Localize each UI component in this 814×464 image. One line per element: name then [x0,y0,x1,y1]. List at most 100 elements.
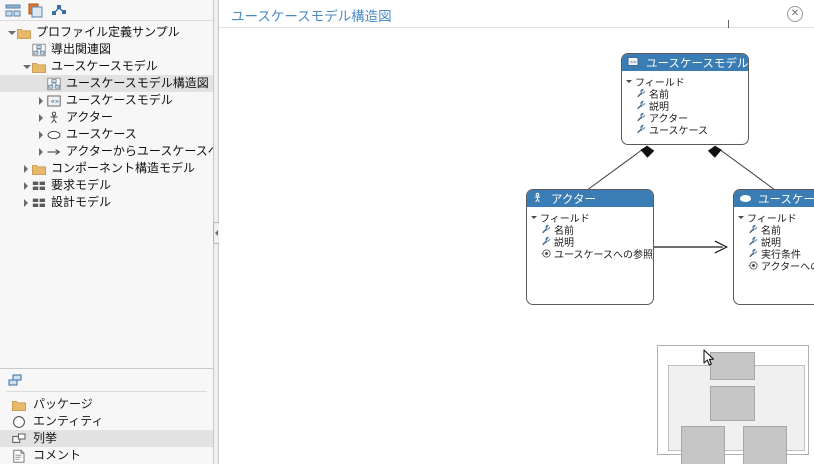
tree-item[interactable]: 導出関連図 [0,41,213,58]
class-field[interactable]: ユースケース [626,123,748,137]
minimap[interactable] [657,345,809,464]
class-name: アクター [551,193,596,206]
class-field[interactable]: アクター [626,111,748,125]
palette-item-label: エンティティ [33,414,104,428]
copy-icon[interactable] [28,3,44,18]
palette-item[interactable]: 列挙 [0,430,213,447]
tree-item-label: アクター [66,110,113,124]
svg-text:«»: «» [630,60,637,66]
field-group[interactable]: フィールド [531,211,653,225]
tree-item[interactable]: 要求モデル [0,177,213,194]
twist-spacer [36,75,47,92]
svg-text:«»: «» [51,97,60,105]
palette-item-label: 列挙 [33,431,58,445]
attribute-icon [748,224,759,235]
minimap-shape [681,426,725,464]
class-field[interactable]: 名前 [626,87,748,101]
comment-icon [12,449,28,463]
close-icon[interactable]: ✕ [787,6,803,22]
field-group[interactable]: フィールド [626,75,748,89]
arrow-icon [47,145,63,159]
class-field[interactable]: 名前 [738,223,814,237]
usecase-icon [739,192,752,205]
class-field[interactable]: アクターへの参照 [738,259,814,273]
tree-item[interactable]: アクター [0,109,213,126]
tree-item[interactable]: «»ユースケースモデル [0,92,213,109]
class-field-label: 説明 [554,237,574,249]
tree-item[interactable]: ユースケースモデル [0,58,213,75]
tree-item[interactable]: ユースケースモデル構造図 [0,75,213,92]
model-icon [32,179,48,193]
text-caret [728,20,729,31]
class-field-label: ユースケース [649,125,708,137]
class-header: アクター [527,190,653,207]
field-group-label: フィールド [747,213,797,225]
class-field-label: アクターへの参照 [761,261,814,273]
field-group-label: フィールド [540,213,590,225]
class-shape[interactable]: ユースケースフィールド名前説明実行条件アクターへの参照 [733,189,814,305]
model-tree[interactable]: プロファイル定義サンプル導出関連図ユースケースモデルユースケースモデル構造図 «»… [0,21,213,207]
chevron-right-icon[interactable] [36,92,47,109]
tree-item[interactable]: コンポーネント構造モデル [0,160,213,177]
palette-icon[interactable] [7,373,23,388]
class-field-label: 名前 [649,89,669,101]
tree-item[interactable]: プロファイル定義サンプル [0,24,213,41]
tree-item-label: ユースケースモデル構造図 [66,76,209,90]
editor-area: ユースケースモデル構造図 ✕ «»ユースケースモデルフィールド名前説明アクターユ… [219,0,814,464]
model-icon [32,196,48,208]
chevron-right-icon[interactable] [36,109,47,126]
attribute-icon [541,236,552,247]
attribute-icon [636,124,647,135]
class-header: ユースケース [734,190,814,207]
palette-panel: パッケージエンティティ列挙コメント [0,368,213,464]
attribute-icon [636,88,647,99]
layout-icon[interactable] [5,3,21,18]
chevron-right-icon[interactable] [21,160,32,177]
class-shape[interactable]: アクターフィールド名前説明ユースケースへの参照 [526,189,654,305]
chevron-down-icon[interactable] [21,58,32,75]
link-icon[interactable] [51,3,67,18]
class-field-label: 実行条件 [761,249,801,261]
reference-icon [541,248,552,259]
chevron-down-icon[interactable] [626,75,635,87]
chevron-down-icon[interactable] [531,211,540,223]
class-field[interactable]: 説明 [531,235,653,249]
tree-item-label: ユースケースモデル [51,59,158,73]
chevron-right-icon[interactable] [36,143,47,160]
palette-item[interactable]: エンティティ [0,413,213,430]
tree-item[interactable]: 設計モデル [0,194,213,207]
class-field-label: 名前 [554,225,574,237]
class-field[interactable]: 名前 [531,223,653,237]
tree-item-label: 要求モデル [51,178,112,192]
folder-icon [32,60,48,74]
class-shape[interactable]: «» ユースケースモデルフィールド名前説明アクターユースケース [621,53,749,145]
palette-item[interactable]: パッケージ [0,396,213,413]
palette-item-label: パッケージ [33,397,93,411]
tree-item[interactable]: ユースケース [0,126,213,143]
enum-icon [12,432,28,446]
palette-item[interactable]: コメント [0,447,213,464]
class-field[interactable]: 実行条件 [738,247,814,261]
class-field[interactable]: ユースケースへの参照 [531,247,653,261]
attribute-icon [636,112,647,123]
chevron-right-icon[interactable] [21,194,32,207]
field-group[interactable]: フィールド [738,211,814,225]
chevron-down-icon[interactable] [6,24,17,41]
chevron-right-icon[interactable] [36,126,47,143]
class-field-label: アクター [649,113,689,125]
folder-icon [17,26,33,40]
folder-icon [32,162,48,176]
tree-item[interactable]: アクターからユースケースへの参照 [0,143,213,160]
chevron-right-icon[interactable] [21,177,32,194]
diagram-canvas[interactable]: «»ユースケースモデルフィールド名前説明アクターユースケースアクターフィールド名… [219,28,814,464]
actor-icon [532,192,545,205]
class-field[interactable]: 説明 [626,99,748,113]
class-name: ユースケースモデル [646,57,749,70]
chevron-down-icon[interactable] [738,211,747,223]
class-field[interactable]: 説明 [738,235,814,249]
tree-toolbar [0,0,213,21]
entity-icon [12,415,28,429]
palette-list[interactable]: パッケージエンティティ列挙コメント [0,392,213,464]
minimap-shape [710,352,755,380]
